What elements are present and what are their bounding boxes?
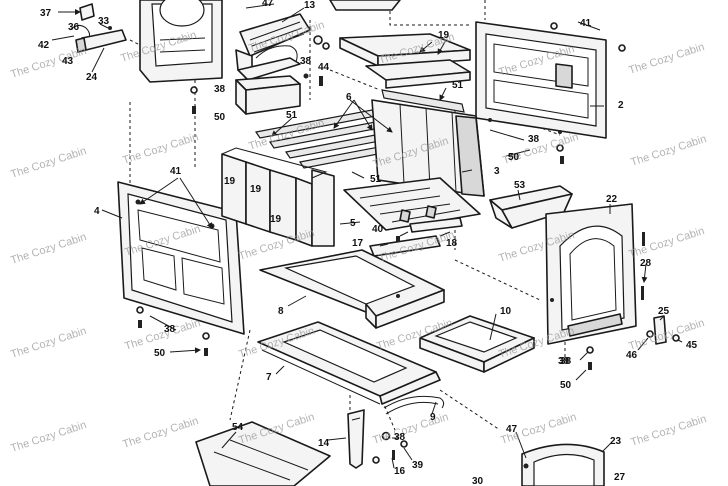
watermark-text: The Cozy Cabin bbox=[9, 325, 88, 361]
log-grate bbox=[343, 177, 481, 231]
callout-label: 54 bbox=[232, 422, 244, 433]
callout-label: 50 bbox=[508, 152, 520, 163]
handle-assembly bbox=[69, 3, 127, 53]
callout-label: 3 bbox=[494, 166, 500, 177]
ash-pan-handle bbox=[383, 395, 445, 415]
callout-label: 40 bbox=[372, 224, 384, 235]
callout-label: 8 bbox=[278, 306, 284, 317]
ash-lip-plate bbox=[195, 421, 331, 486]
callout-label: 37 bbox=[40, 8, 52, 19]
callout-label: 23 bbox=[610, 436, 622, 447]
callout-label: 51 bbox=[286, 110, 298, 121]
ash-pan-frame bbox=[259, 249, 445, 329]
watermark-text: The Cozy Cabin bbox=[627, 41, 706, 77]
front-door-frame bbox=[545, 203, 637, 345]
callout-label: 33 bbox=[98, 16, 110, 27]
callout-label: 38 bbox=[214, 84, 226, 95]
callout-label: 16 bbox=[394, 466, 406, 477]
callout-label: 43 bbox=[62, 56, 74, 67]
callout-label: 24 bbox=[86, 72, 98, 83]
callout-label: 28 bbox=[640, 258, 652, 269]
callout-label: 47 bbox=[262, 0, 274, 9]
ash-pan bbox=[419, 315, 535, 373]
watermark-text: The Cozy Cabin bbox=[9, 419, 88, 455]
callout-label: 9 bbox=[430, 412, 436, 423]
loose-firebrick bbox=[235, 75, 301, 115]
right-firebrick-wall bbox=[371, 99, 485, 197]
left-side-panel bbox=[117, 181, 245, 335]
callout-label: 19 bbox=[224, 176, 236, 187]
watermark-text: The Cozy Cabin bbox=[629, 133, 708, 169]
callout-label: 13 bbox=[304, 0, 316, 11]
callout-label: 42 bbox=[38, 40, 50, 51]
top-plate bbox=[329, 0, 401, 11]
callout-label: 38 bbox=[560, 356, 572, 367]
callout-label: 36 bbox=[68, 22, 80, 33]
callout-label: 27 bbox=[614, 472, 626, 483]
callout-label: 50 bbox=[214, 112, 226, 123]
door-glass-frame bbox=[521, 443, 605, 486]
watermark-text: The Cozy Cabin bbox=[121, 131, 200, 167]
callout-label: 7 bbox=[266, 372, 272, 383]
watermark-text: The Cozy Cabin bbox=[371, 411, 450, 447]
callout-label: 39 bbox=[412, 460, 424, 471]
callout-label: 22 bbox=[606, 194, 618, 205]
fasteners-bottom bbox=[372, 431, 408, 464]
leader-lines bbox=[51, 3, 683, 469]
callout-label: 14 bbox=[318, 438, 330, 449]
callout-label: 30 bbox=[472, 476, 484, 486]
callout-label: 5 bbox=[350, 218, 356, 229]
callout-label: 46 bbox=[626, 350, 638, 361]
fasteners-13 bbox=[303, 35, 330, 86]
callout-label: 45 bbox=[686, 340, 698, 351]
callout-label: 10 bbox=[500, 306, 512, 317]
callout-label: 38 bbox=[164, 324, 176, 335]
callout-label: 25 bbox=[658, 306, 670, 317]
callout-label: 51 bbox=[452, 80, 464, 91]
door-hinge-hardware bbox=[641, 232, 680, 345]
callout-label: 41 bbox=[580, 18, 592, 29]
callout-label: 41 bbox=[170, 166, 182, 177]
bottom-frame bbox=[257, 321, 441, 405]
callout-label: 19 bbox=[250, 184, 262, 195]
callout-label: 2 bbox=[618, 100, 624, 111]
callout-label: 4 bbox=[94, 206, 100, 217]
watermark-text: The Cozy Cabin bbox=[629, 413, 708, 449]
watermark-text: The Cozy Cabin bbox=[627, 225, 706, 261]
callout-label: 17 bbox=[352, 238, 364, 249]
watermark-text: The Cozy Cabin bbox=[9, 231, 88, 267]
baffle-grate bbox=[235, 13, 311, 81]
firebricks-top bbox=[339, 33, 471, 89]
callout-label: 38 bbox=[394, 432, 406, 443]
callout-label: 38 bbox=[300, 56, 312, 67]
callout-label: 38 bbox=[558, 356, 570, 367]
watermark-text: The Cozy Cabin bbox=[9, 145, 88, 181]
draft-slide bbox=[369, 217, 463, 257]
callout-label: 50 bbox=[560, 380, 572, 391]
watermark-text: The Cozy Cabin bbox=[121, 415, 200, 451]
callout-labels: 37 36 33 42 43 24 47 13 38 44 19 41 38 5… bbox=[38, 0, 698, 486]
left-firebricks bbox=[221, 147, 335, 247]
right-side-panel bbox=[475, 21, 607, 139]
callout-label: 38 bbox=[528, 134, 540, 145]
rear-top-panel bbox=[139, 0, 223, 83]
callout-label: 50 bbox=[154, 348, 166, 359]
callout-label: 18 bbox=[446, 238, 458, 249]
callout-label: 53 bbox=[514, 180, 526, 191]
callout-label: 19 bbox=[438, 30, 450, 41]
stove-leg bbox=[347, 409, 365, 469]
fastener-pairs bbox=[136, 22, 626, 370]
callout-label: 19 bbox=[270, 214, 282, 225]
callout-label: 47 bbox=[506, 424, 518, 435]
callout-label: 51 bbox=[370, 174, 382, 185]
callout-label: 44 bbox=[318, 62, 330, 73]
callout-label: 6 bbox=[346, 92, 352, 103]
